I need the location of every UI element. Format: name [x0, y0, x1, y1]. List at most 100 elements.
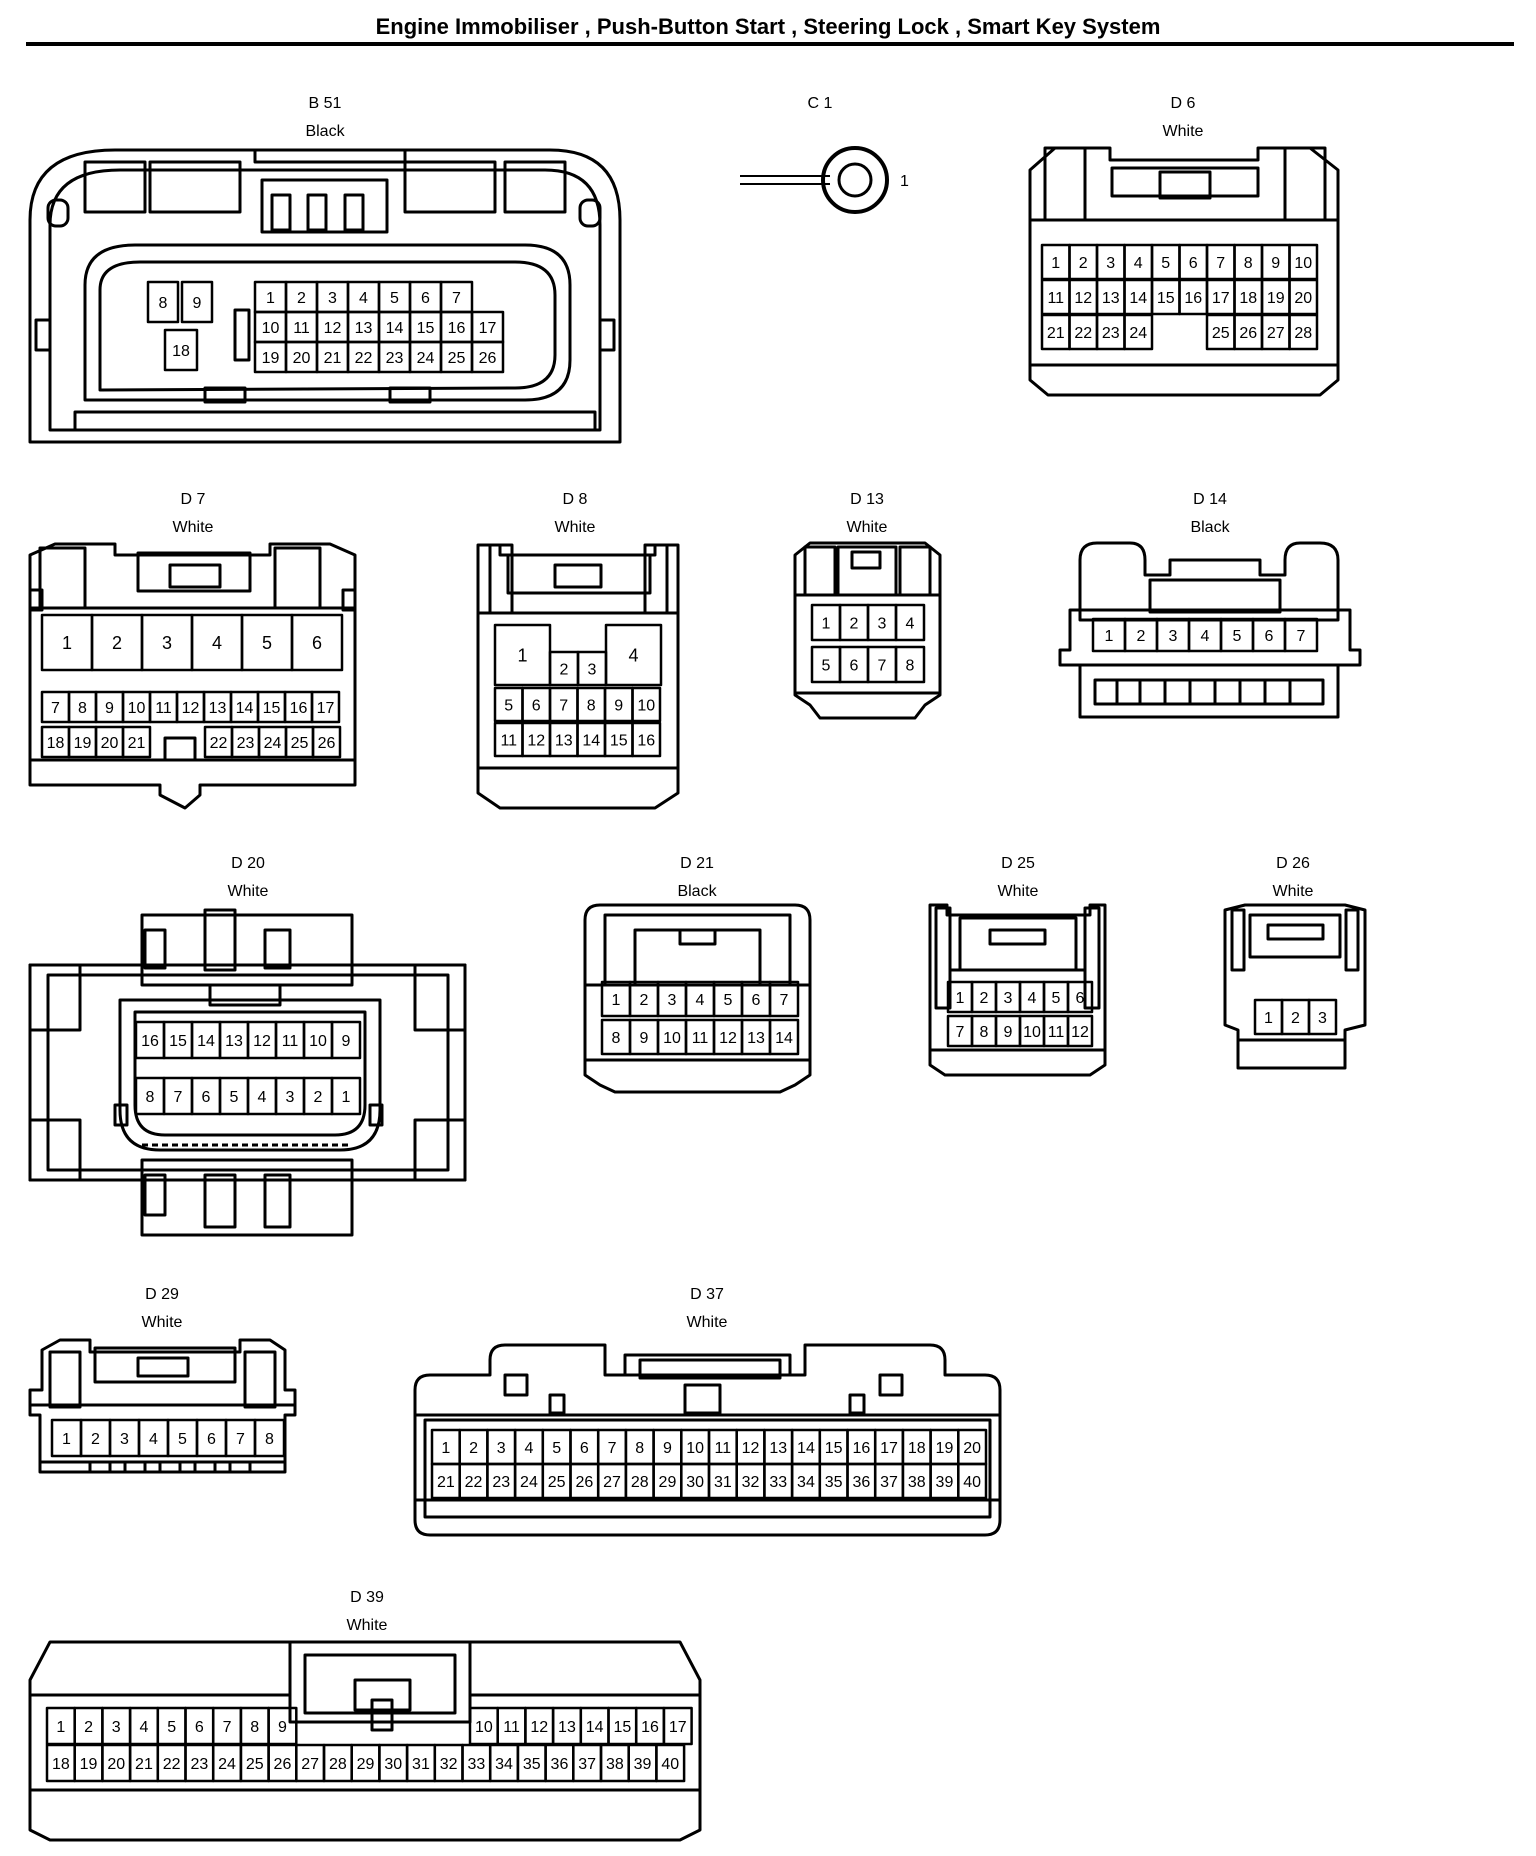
connector-d21: D 21 Black — [583, 855, 812, 1094]
pin-label: 9 — [614, 697, 623, 714]
pin-cavity: 21 — [315, 340, 350, 374]
pin-cavity: 3 — [1095, 243, 1126, 281]
pin-label: 6 — [1265, 628, 1274, 645]
pin-label: 10 — [128, 700, 146, 717]
pin-label: 10 — [475, 1719, 493, 1736]
pin-label: 2 — [297, 290, 306, 307]
pin-label: 1 — [1105, 628, 1114, 645]
pin-label: 2 — [560, 661, 569, 678]
pin-cavity: 8 — [253, 1418, 286, 1458]
pin-label: 11 — [155, 700, 172, 717]
pin-label: 12 — [324, 320, 342, 337]
pin-cavity: 37 — [873, 1462, 905, 1500]
pin-cavity: 39 — [627, 1743, 658, 1783]
pin-cavity: 5 — [240, 613, 294, 672]
pin-cavity: 22 — [156, 1743, 187, 1783]
pin-cavity: 11 — [707, 1428, 738, 1466]
connector-d8: D 8 White — [476, 491, 680, 810]
pin-cavity: 33 — [461, 1743, 492, 1783]
pin-cavity: 18 — [1233, 278, 1264, 316]
pin-cavity: 12 — [521, 721, 552, 758]
pin-cavity: 22 — [1068, 313, 1099, 351]
pin-cavity: 11 — [284, 310, 319, 344]
pin-label: 13 — [1102, 290, 1120, 307]
pin-cavity: 2 — [970, 980, 998, 1014]
pin-cavity: 19 — [1260, 278, 1291, 316]
pin-cavity: 14 — [229, 690, 260, 724]
pin-cavity: 12 — [524, 1706, 555, 1746]
connector-color: White — [142, 1314, 183, 1331]
pin-cavity: 2 — [458, 1428, 489, 1466]
pin-label: 15 — [613, 1719, 631, 1736]
pin-cavity: 34 — [488, 1743, 520, 1783]
pin-label: 19 — [74, 735, 92, 752]
pin-cavity: 16 — [283, 690, 314, 724]
pin-label: 9 — [105, 700, 114, 717]
connector-d21-housing — [583, 903, 812, 1094]
pin-outline — [631, 721, 662, 758]
pin-label: 17 — [317, 700, 335, 717]
pin-label: 20 — [293, 350, 311, 367]
connector-name: D 7 — [181, 491, 206, 508]
pin-label: 4 — [359, 290, 368, 307]
connector-d7: D 7 White — [28, 491, 357, 810]
pin-cavity: 26 — [470, 340, 505, 374]
pin-cavity: 8 — [1233, 243, 1264, 281]
pin-label: 14 — [197, 1033, 215, 1050]
connector-name: D 13 — [850, 491, 884, 508]
pin-cavity: 4 — [1018, 980, 1046, 1014]
pin-cavity: 17 — [1205, 278, 1236, 316]
pin-label: 21 — [324, 350, 342, 367]
pin-cavity: 4 — [1123, 243, 1154, 281]
pin-label: 17 — [669, 1719, 687, 1736]
pin-label: 18 — [47, 735, 65, 752]
pin-cavity: 8 — [894, 645, 926, 684]
connector-name: D 8 — [563, 491, 588, 508]
pin-cavity: 27 — [596, 1462, 628, 1500]
pin-label: 1 — [62, 1431, 71, 1448]
pin-label: 14 — [236, 700, 254, 717]
connector-color: White — [173, 519, 214, 536]
pin-label: 28 — [1294, 325, 1312, 342]
pin-label: 8 — [1244, 255, 1253, 272]
pin-label: 8 — [635, 1440, 644, 1457]
pin-label: 1 — [956, 990, 965, 1007]
pin-cavity: 2 — [79, 1418, 112, 1458]
pin-label: 15 — [169, 1033, 187, 1050]
pin-cavity: 8 — [146, 280, 180, 324]
pin-label: 27 — [1267, 325, 1285, 342]
connector-b51-housing — [28, 148, 622, 444]
pin-label: 12 — [182, 700, 200, 717]
pin-cavity: 21 — [1040, 313, 1071, 351]
pin-cavity: 19 — [253, 340, 288, 374]
pin-cavity: 5 — [1042, 980, 1070, 1014]
pin-outline — [1066, 980, 1094, 1014]
pin-cavity: 15 — [408, 310, 443, 344]
pin-cavity: 16 — [1178, 278, 1209, 316]
pin-label: 36 — [852, 1474, 870, 1491]
pin-label: 31 — [714, 1474, 732, 1491]
pin-label: 7 — [878, 657, 887, 674]
pin-cavity: 24 — [513, 1462, 545, 1500]
pin-cavity: 4 — [684, 980, 716, 1018]
pin-label: 10 — [262, 320, 280, 337]
connector-color: White — [1163, 123, 1204, 140]
connector-d29: D 29 White — [28, 1286, 297, 1474]
pin-label: 6 — [207, 1431, 216, 1448]
pin-label: 1 — [517, 645, 527, 665]
pin-cavity: 27 — [1260, 313, 1291, 351]
pin-label: 36 — [551, 1756, 569, 1773]
pin-label: 12 — [719, 1030, 737, 1047]
pin-cavity: 14 — [377, 310, 412, 344]
pin-cavity: 8 — [600, 1018, 632, 1056]
pin-label: 4 — [1028, 990, 1037, 1007]
pin-label: 39 — [936, 1474, 954, 1491]
pin-label: 25 — [291, 735, 309, 752]
pin-cavity: 36 — [544, 1743, 575, 1783]
pin-cavity: 20 — [94, 725, 125, 759]
pin-label: 3 — [112, 1719, 121, 1736]
pin-label: 22 — [210, 735, 228, 752]
pin-label: 7 — [780, 992, 789, 1009]
pin-cavity: 16 — [631, 721, 662, 758]
pin-cavity: 18 — [901, 1428, 932, 1466]
